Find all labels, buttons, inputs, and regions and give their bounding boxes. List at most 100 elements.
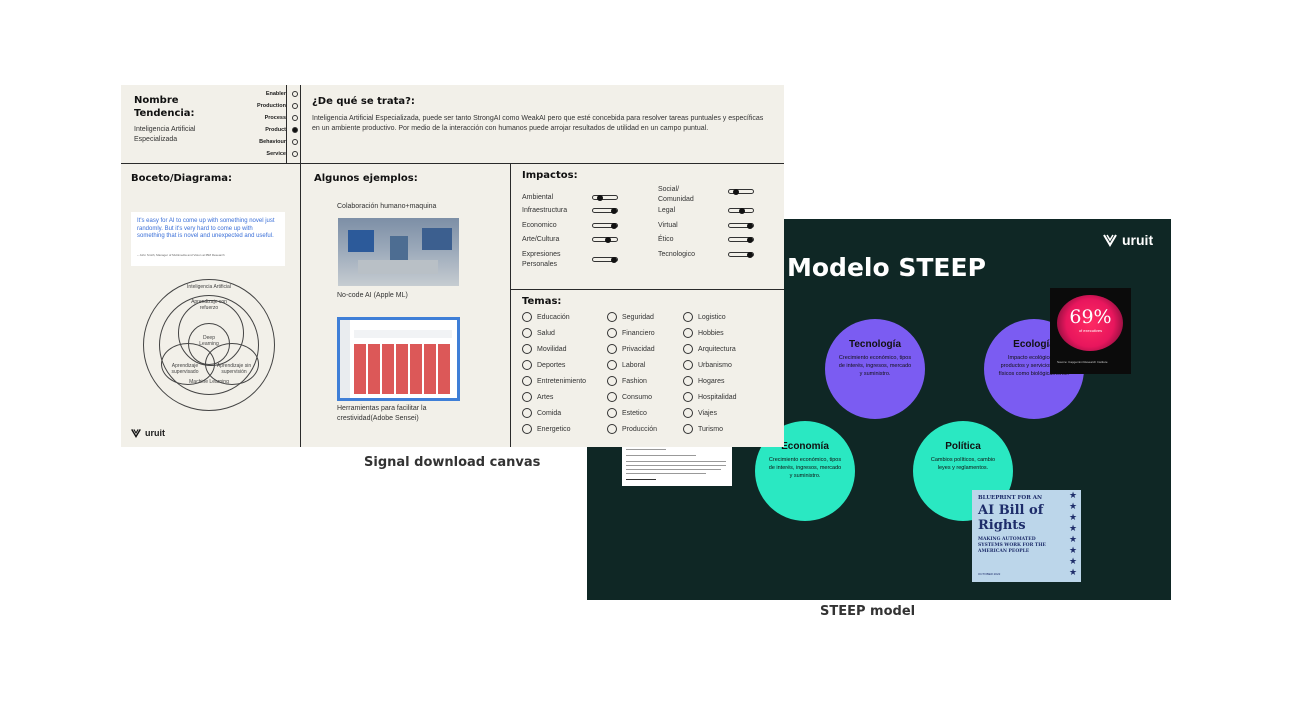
tema-option[interactable]: Privacidad bbox=[607, 344, 655, 354]
slider-knob[interactable] bbox=[611, 222, 617, 229]
radio-button[interactable] bbox=[607, 376, 617, 386]
slider-knob[interactable] bbox=[611, 207, 617, 214]
ejemplo-2-image[interactable] bbox=[337, 317, 460, 401]
tema-option[interactable]: Salud bbox=[522, 328, 555, 338]
type-option-enabler[interactable]: Enabler bbox=[266, 91, 298, 97]
tema-option[interactable]: Viajes bbox=[683, 408, 717, 418]
venn-label-inner: Deep Learning bbox=[199, 335, 219, 347]
radio-button[interactable] bbox=[522, 376, 532, 386]
slider-knob[interactable] bbox=[733, 188, 739, 195]
tema-option[interactable]: Hobbies bbox=[683, 328, 724, 338]
impacto-slider[interactable] bbox=[728, 188, 754, 195]
radio-button[interactable] bbox=[607, 408, 617, 418]
radio-button[interactable] bbox=[522, 344, 532, 354]
brand-text: uruit bbox=[1122, 232, 1154, 248]
radio-button[interactable] bbox=[683, 376, 693, 386]
tema-option[interactable]: Seguridad bbox=[607, 312, 654, 322]
impacto-slider[interactable] bbox=[592, 236, 618, 243]
impacto-slider[interactable] bbox=[592, 194, 618, 201]
tema-option[interactable]: Fashion bbox=[607, 376, 647, 386]
radio-button[interactable] bbox=[607, 328, 617, 338]
tema-label: Privacidad bbox=[622, 345, 655, 353]
radio-button[interactable] bbox=[607, 392, 617, 402]
radio-button[interactable] bbox=[292, 91, 298, 97]
impacto-slider[interactable] bbox=[728, 236, 754, 243]
tema-option[interactable]: Producción bbox=[607, 424, 657, 434]
radio-button[interactable] bbox=[607, 312, 617, 322]
radio-button[interactable] bbox=[683, 328, 693, 338]
radio-button[interactable] bbox=[683, 344, 693, 354]
brand-text: uruit bbox=[145, 428, 165, 438]
radio-button[interactable] bbox=[522, 424, 532, 434]
slider-knob[interactable] bbox=[597, 194, 603, 201]
slider-knob[interactable] bbox=[739, 207, 745, 214]
slider-knob[interactable] bbox=[747, 236, 753, 243]
type-option-behaviour[interactable]: Behaviour bbox=[259, 139, 298, 145]
radio-button[interactable] bbox=[683, 408, 693, 418]
radio-button[interactable] bbox=[292, 151, 298, 157]
tema-option[interactable]: Turismo bbox=[683, 424, 723, 434]
radio-button[interactable] bbox=[683, 312, 693, 322]
impacto-slider[interactable] bbox=[592, 207, 618, 214]
tema-option[interactable]: Entretenimiento bbox=[522, 376, 586, 386]
tema-option[interactable]: Energetico bbox=[522, 424, 570, 434]
tema-option[interactable]: Comida bbox=[522, 408, 561, 418]
radio-button[interactable] bbox=[607, 424, 617, 434]
steep-slide[interactable]: uruit Modelo STEEP Tecnología Crecimient… bbox=[587, 219, 1171, 600]
radio-button[interactable] bbox=[292, 103, 298, 109]
type-option-process[interactable]: Process bbox=[265, 115, 298, 121]
stat-sub: of executives bbox=[1078, 328, 1103, 333]
slider-knob[interactable] bbox=[747, 222, 753, 229]
tema-label: Energetico bbox=[537, 425, 571, 433]
slider-knob[interactable] bbox=[611, 256, 617, 263]
slider-knob[interactable] bbox=[747, 251, 753, 258]
impacto-slider[interactable] bbox=[728, 222, 754, 229]
radio-button[interactable] bbox=[607, 360, 617, 370]
radio-button[interactable] bbox=[522, 360, 532, 370]
radio-button[interactable] bbox=[292, 139, 298, 145]
type-option-production[interactable]: Production bbox=[257, 103, 298, 109]
radio-button[interactable] bbox=[683, 424, 693, 434]
radio-button[interactable] bbox=[607, 344, 617, 354]
signal-canvas[interactable]: Nombre Tendencia: Inteligencia Artificia… bbox=[121, 85, 784, 447]
tema-option[interactable]: Consumo bbox=[607, 392, 652, 402]
radio-button[interactable] bbox=[683, 360, 693, 370]
quote-text: It's easy for AI to come up with somethi… bbox=[137, 218, 275, 239]
impacto-slider[interactable] bbox=[728, 251, 754, 258]
radio-button-selected[interactable] bbox=[292, 127, 298, 133]
type-option-service[interactable]: Service bbox=[266, 151, 298, 157]
tema-option[interactable]: Movilidad bbox=[522, 344, 567, 354]
impacto-label: Legal bbox=[658, 207, 676, 214]
impacto-slider[interactable] bbox=[728, 207, 754, 214]
tema-option[interactable]: Hospitalidad bbox=[683, 392, 737, 402]
tema-option[interactable]: Artes bbox=[522, 392, 553, 402]
tema-option[interactable]: Arquitectura bbox=[683, 344, 736, 354]
tema-option[interactable]: Hogares bbox=[683, 376, 724, 386]
radio-button[interactable] bbox=[292, 115, 298, 121]
quote-card: It's easy for AI to come up with somethi… bbox=[131, 212, 285, 266]
radio-button[interactable] bbox=[522, 312, 532, 322]
tema-option[interactable]: Estetico bbox=[607, 408, 647, 418]
tema-label: Hospitalidad bbox=[698, 393, 737, 401]
ejemplo-1-image[interactable] bbox=[338, 218, 459, 286]
radio-button[interactable] bbox=[522, 328, 532, 338]
tema-option[interactable]: Deportes bbox=[522, 360, 565, 370]
tema-option[interactable]: Logistico bbox=[683, 312, 726, 322]
type-option-product[interactable]: Product bbox=[265, 127, 298, 133]
tema-option[interactable]: Urbanismo bbox=[683, 360, 732, 370]
type-option-label: Production bbox=[256, 103, 286, 109]
nombre-tendencia-label: Nombre Tendencia: bbox=[134, 95, 195, 119]
que-se-trata-title: ¿De qué se trata?: bbox=[312, 96, 415, 107]
radio-button[interactable] bbox=[683, 392, 693, 402]
radio-button[interactable] bbox=[522, 408, 532, 418]
impacto-slider[interactable] bbox=[592, 256, 618, 263]
radio-button[interactable] bbox=[522, 392, 532, 402]
tema-option[interactable]: Educación bbox=[522, 312, 570, 322]
canvas-caption: Signal download canvas bbox=[364, 455, 541, 470]
impacto-label: Arte/Cultura bbox=[522, 236, 560, 243]
tema-option[interactable]: Laboral bbox=[607, 360, 645, 370]
slider-knob[interactable] bbox=[605, 236, 611, 243]
venn-label-outer: Inteligencia Artificial bbox=[187, 284, 231, 290]
impacto-slider[interactable] bbox=[592, 222, 618, 229]
tema-option[interactable]: Financiero bbox=[607, 328, 655, 338]
